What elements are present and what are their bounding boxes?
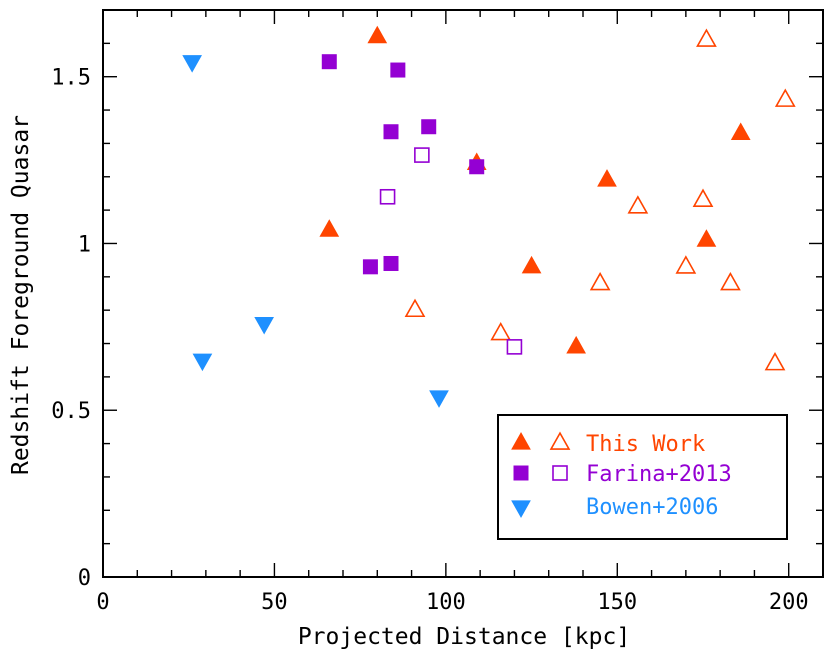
x-tick-label: 50 (261, 590, 288, 615)
data-point-square-filled (383, 124, 399, 140)
x-tick-label: 200 (769, 590, 809, 615)
x-tick-label: 0 (96, 590, 109, 615)
legend-label-bowen-2006: Bowen+2006 (586, 495, 718, 520)
y-tick-label: 1.5 (51, 66, 91, 91)
data-point-triangle-up-open (774, 88, 796, 107)
data-point-triangle-up-open (675, 255, 697, 274)
x-axis-title: Projected Distance [kpc] (298, 624, 630, 650)
legend-markers (511, 431, 571, 518)
data-point-triangle-up-open (589, 271, 611, 291)
legend-marker-square-open (552, 465, 568, 481)
data-point-triangle-up-filled (730, 122, 751, 140)
data-point-square-filled (390, 62, 406, 78)
data-point-triangle-up-filled (597, 169, 617, 187)
data-point-triangle-down-filled (429, 390, 449, 408)
data-point-triangle-up-open (490, 321, 512, 341)
legend-marker-triangle-down-filled (511, 500, 531, 518)
data-point-triangle-up-filled (367, 25, 388, 44)
data-point-triangle-up-open (764, 351, 786, 371)
y-tick-label: 0.5 (51, 399, 91, 424)
data-point-triangle-up-open (692, 188, 714, 207)
y-tick-label: 0 (78, 566, 91, 591)
data-point-triangle-up-filled (566, 335, 586, 354)
legend-marker-triangle-up-open (549, 431, 571, 450)
data-point-triangle-up-filled (521, 255, 542, 274)
legend: This Work Farina+2013 Bowen+2006 (497, 414, 788, 540)
data-point-square-open (506, 339, 523, 355)
plot-frame (102, 9, 824, 578)
data-point-square-filled (383, 255, 399, 271)
data-point-square-filled (321, 54, 337, 70)
data-point-triangle-up-filled (319, 219, 340, 237)
x-tick-label: 150 (597, 590, 637, 615)
data-point-triangle-down-filled (192, 353, 213, 372)
data-point-square-filled (362, 259, 378, 275)
x-tick-label: 100 (426, 590, 466, 615)
data-point-square-filled (469, 159, 485, 175)
data-points (182, 25, 796, 408)
data-point-triangle-down-filled (182, 55, 202, 73)
data-point-square-open (414, 147, 430, 163)
data-point-square-open (379, 188, 396, 205)
legend-label-this-work: This Work (586, 432, 705, 457)
y-tick-label: 1 (78, 232, 91, 257)
data-point-triangle-up-filled (696, 229, 717, 247)
data-point-triangle-up-open (404, 298, 426, 318)
y-axis-title: Redshift Foreground Quasar (8, 115, 34, 475)
legend-marker-triangle-up-filled (511, 432, 531, 450)
legend-label-farina-2013: Farina+2013 (586, 462, 732, 487)
axis-tick-labels: 0 50 100 150 200 0 0.5 1 1.5 (51, 66, 808, 615)
data-point-triangle-up-open (720, 271, 741, 291)
data-point-triangle-up-open (696, 28, 717, 47)
data-point-triangle-up-open (627, 195, 649, 214)
legend-marker-square-filled (513, 465, 529, 481)
data-point-square-filled (421, 119, 437, 135)
legend-box (497, 414, 788, 540)
data-point-triangle-down-filled (254, 316, 274, 335)
axis-ticks (102, 9, 824, 578)
